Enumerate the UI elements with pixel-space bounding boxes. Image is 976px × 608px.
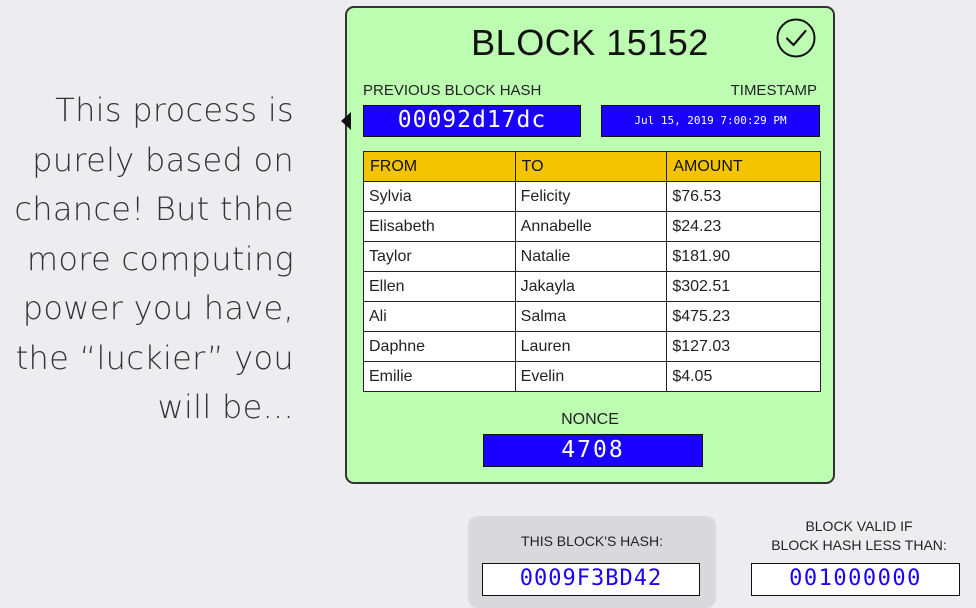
cell-from: Elisabeth bbox=[363, 211, 516, 242]
table-row: Sylvia Felicity $76.53 bbox=[363, 181, 821, 212]
cell-from: Taylor bbox=[363, 241, 516, 272]
block-title: BLOCK 15152 bbox=[471, 22, 709, 63]
previous-hash-field: 00092d17dc bbox=[363, 105, 581, 137]
caption-line: will be... bbox=[157, 388, 294, 426]
cell-from: Emilie bbox=[363, 361, 516, 392]
block-hash-label: THIS BLOCK'S HASH: bbox=[521, 533, 663, 549]
cell-from: Ali bbox=[363, 301, 516, 332]
caption-line: the “luckier” you bbox=[15, 338, 294, 377]
cell-to: Evelin bbox=[514, 361, 668, 392]
table-row: Emilie Evelin $4.05 bbox=[363, 361, 821, 392]
cell-amount: $181.90 bbox=[666, 241, 821, 272]
column-header-amount: AMOUNT bbox=[666, 151, 821, 182]
caption-line: purely based on bbox=[32, 140, 294, 179]
caption-line: power you have, bbox=[22, 289, 294, 327]
caption-line: chance! But thhe bbox=[14, 190, 294, 228]
cell-from: Ellen bbox=[363, 271, 516, 302]
cell-from: Daphne bbox=[363, 331, 516, 362]
cell-to: Natalie bbox=[514, 241, 668, 272]
cell-to: Jakayla bbox=[514, 271, 668, 302]
cell-amount: $76.53 bbox=[666, 181, 821, 212]
caption-line: more computing bbox=[26, 239, 294, 278]
cell-amount: $127.03 bbox=[666, 331, 821, 362]
block-hash-panel: THIS BLOCK'S HASH: 0009F3BD42 bbox=[468, 516, 716, 608]
cell-to: Lauren bbox=[514, 331, 668, 362]
previous-hash-label: PREVIOUS BLOCK HASH bbox=[363, 82, 542, 99]
cell-from: Sylvia bbox=[363, 181, 516, 212]
cell-to: Felicity bbox=[514, 181, 668, 212]
cell-amount: $4.05 bbox=[666, 361, 821, 392]
cell-amount: $24.23 bbox=[666, 211, 821, 242]
nonce-label: NONCE bbox=[561, 411, 619, 428]
cell-to: Salma bbox=[514, 301, 668, 332]
checkmark-circle-icon bbox=[776, 18, 816, 58]
timestamp-label: TIMESTAMP bbox=[730, 82, 817, 99]
cell-to: Annabelle bbox=[514, 211, 668, 242]
validity-rule-line: BLOCK HASH LESS THAN: bbox=[771, 537, 947, 553]
timestamp-field: Jul 15, 2019 7:00:29 PM bbox=[601, 105, 820, 137]
table-row: Taylor Natalie $181.90 bbox=[363, 241, 821, 272]
block-hash-value: 0009F3BD42 bbox=[482, 563, 700, 596]
caption-line: This process is bbox=[55, 91, 294, 129]
target-hash-value: 001000000 bbox=[751, 563, 960, 596]
chain-arrow-icon bbox=[341, 112, 351, 130]
nonce-field: 4708 bbox=[483, 434, 703, 467]
table-row: Ali Salma $475.23 bbox=[363, 301, 821, 332]
transactions-table: FROM TO AMOUNT Sylvia Felicity $76.53 El… bbox=[363, 151, 821, 392]
block-card: BLOCK 15152 PREVIOUS BLOCK HASH TIMESTAM… bbox=[341, 6, 835, 484]
cell-amount: $302.51 bbox=[666, 271, 821, 302]
column-header-to: TO bbox=[514, 151, 668, 182]
validity-rule-label: BLOCK VALID IF BLOCK HASH LESS THAN: bbox=[748, 517, 970, 555]
table-row: Ellen Jakayla $302.51 bbox=[363, 271, 821, 302]
explanation-caption: This process is purely based on chance! … bbox=[0, 86, 294, 433]
column-header-from: FROM bbox=[363, 151, 516, 182]
cell-amount: $475.23 bbox=[666, 301, 821, 332]
table-header-row: FROM TO AMOUNT bbox=[363, 151, 821, 182]
table-row: Daphne Lauren $127.03 bbox=[363, 331, 821, 362]
table-row: Elisabeth Annabelle $24.23 bbox=[363, 211, 821, 242]
validity-rule-line: BLOCK VALID IF bbox=[805, 518, 913, 534]
